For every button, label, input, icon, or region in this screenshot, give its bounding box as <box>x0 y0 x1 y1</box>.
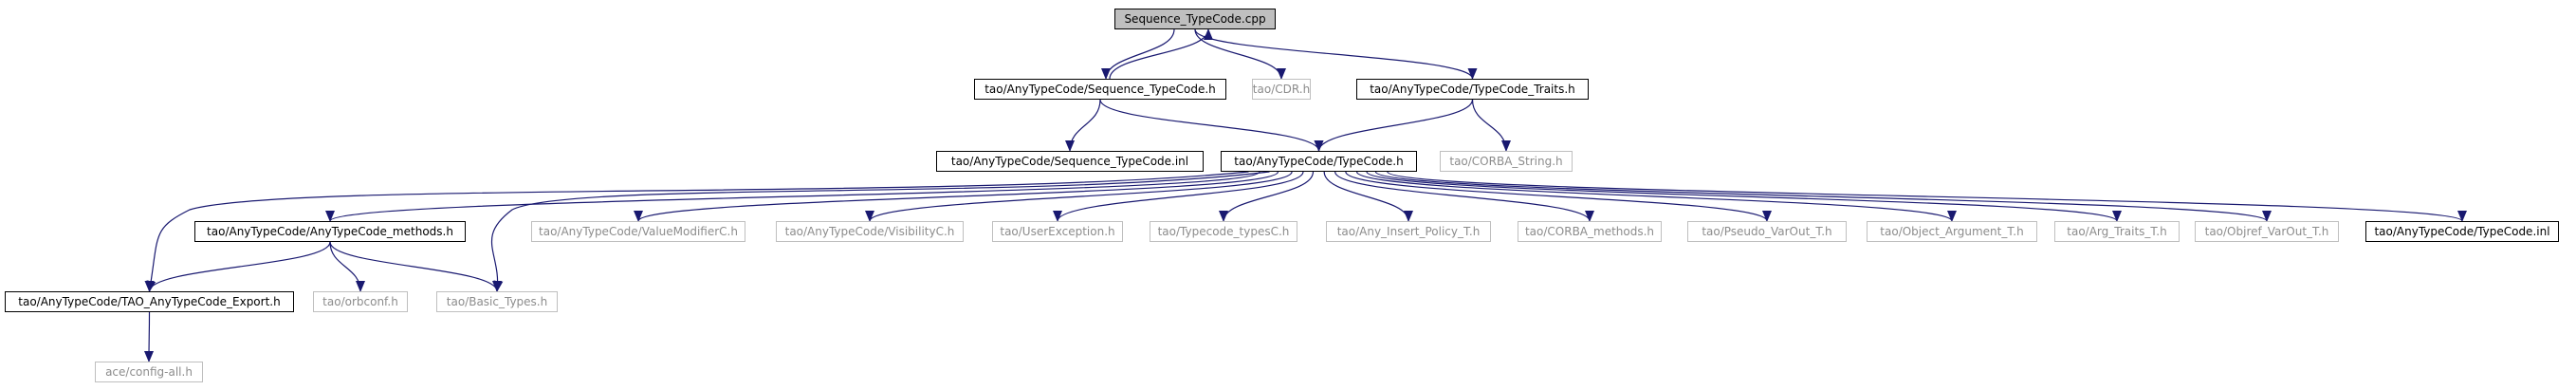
edge-tc-h-to-atc-methods <box>325 171 1260 222</box>
node-obj-arg[interactable]: tao/Object_Argument_T.h <box>1867 221 2037 242</box>
node-arg-traits[interactable]: tao/Arg_Traits_T.h <box>2054 221 2180 242</box>
edge-tc-h-to-any-insert <box>1323 171 1413 222</box>
edge-seq-cpp-to-cdr-h <box>1194 28 1286 80</box>
node-traits-h[interactable]: tao/AnyTypeCode/TypeCode_Traits.h <box>1356 79 1589 100</box>
node-tc-h[interactable]: tao/AnyTypeCode/TypeCode.h <box>1221 151 1417 172</box>
edge-traits-h-to-tc-h <box>1314 99 1474 152</box>
node-valuemod[interactable]: tao/AnyTypeCode/ValueModifierC.h <box>531 221 745 242</box>
edge-tc-h-to-corba-methods <box>1334 171 1594 222</box>
edge-tc-h-to-tao-export <box>146 171 1249 292</box>
edge-tc-h-to-tc-typesc <box>1219 171 1315 222</box>
node-corba-methods[interactable]: tao/CORBA_methods.h <box>1518 221 1662 242</box>
edge-layer <box>144 28 2467 362</box>
edge-tc-h-to-pseudo-varout <box>1345 171 1772 222</box>
node-tao-export[interactable]: tao/AnyTypeCode/TAO_AnyTypeCode_Export.h <box>5 291 294 312</box>
node-orbconf[interactable]: tao/orbconf.h <box>313 291 408 312</box>
node-userexc[interactable]: tao/UserException.h <box>992 221 1123 242</box>
node-any-insert[interactable]: tao/Any_Insert_Policy_T.h <box>1326 221 1491 242</box>
node-cdr-h[interactable]: tao/CDR.h <box>1252 79 1311 100</box>
edge-seq-cpp-to-seq-h <box>1101 28 1175 80</box>
node-seq-h[interactable]: tao/AnyTypeCode/Sequence_TypeCode.h <box>974 79 1226 100</box>
edge-atc-methods-to-basic-types <box>329 241 502 292</box>
edge-seq-cpp-to-traits-h <box>1194 28 1478 80</box>
edge-atc-methods-to-orbconf <box>329 241 365 292</box>
edge-tc-h-to-basic-types <box>490 171 1270 292</box>
edge-tc-h-to-obj-arg <box>1355 171 1957 222</box>
edge-tc-h-to-objref-varout <box>1374 171 2272 222</box>
node-objref-varout[interactable]: tao/Objref_VarOut_T.h <box>2195 221 2339 242</box>
edge-traits-h-to-corba-string <box>1471 99 1511 152</box>
node-seq-cpp: Sequence_TypeCode.cpp <box>1114 9 1276 29</box>
edge-seq-h-to-seq-inl <box>1065 99 1101 152</box>
node-tc-inl[interactable]: tao/AnyTypeCode/TypeCode.inl <box>2365 221 2559 242</box>
edge-tc-h-to-tc-inl <box>1387 171 2467 222</box>
edge-seq-h-to-tc-h <box>1099 99 1324 152</box>
edge-atc-methods-to-tao-export <box>144 241 331 292</box>
node-atc-methods[interactable]: tao/AnyTypeCode/AnyTypeCode_methods.h <box>194 221 466 242</box>
edge-seq-h-to-seq-cpp <box>1109 28 1213 80</box>
node-corba-string[interactable]: tao/CORBA_String.h <box>1440 151 1573 172</box>
edge-tc-h-to-userexc <box>1053 171 1304 222</box>
node-pseudo-varout[interactable]: tao/Pseudo_VarOut_T.h <box>1687 221 1847 242</box>
node-basic-types[interactable]: tao/Basic_Types.h <box>436 291 558 312</box>
edge-tc-h-to-arg-traits <box>1366 171 2122 222</box>
node-seq-inl[interactable]: tao/AnyTypeCode/Sequence_TypeCode.inl <box>936 151 1204 172</box>
node-visibility[interactable]: tao/AnyTypeCode/VisibilityC.h <box>776 221 964 242</box>
edge-tc-h-to-valuemod <box>634 171 1279 222</box>
edge-tc-h-to-visibility <box>865 171 1293 222</box>
edge-tao-export-to-config-all <box>144 311 155 362</box>
node-config-all[interactable]: ace/config-all.h <box>95 362 203 382</box>
node-tc-typesc[interactable]: tao/Typecode_typesC.h <box>1150 221 1297 242</box>
